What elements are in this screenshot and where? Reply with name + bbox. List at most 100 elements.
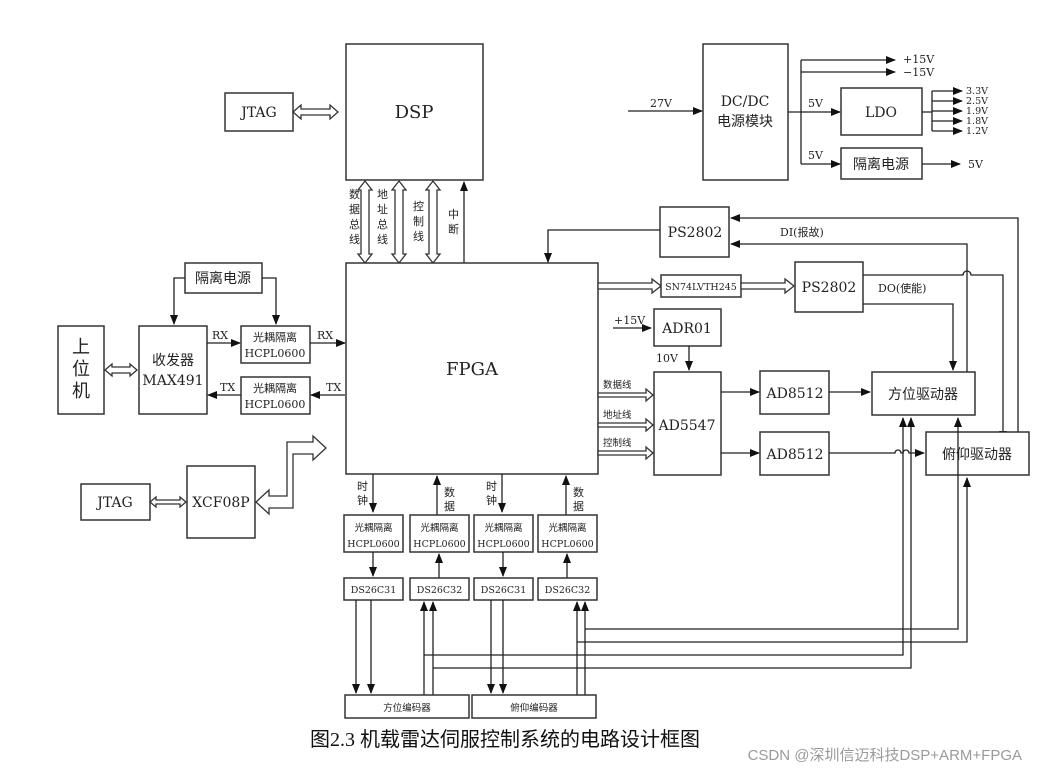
data-line-label: 数据线 [603, 379, 632, 391]
bottom-opto-label: HCPL0600 [477, 539, 529, 550]
iso-power-top-label: 隔离电源 [853, 156, 909, 173]
watermark: CSDN @深圳信迈科技DSP+ARM+FPGA [748, 747, 1022, 764]
tx-label-1: TX [220, 381, 235, 394]
data-label-1: 数 据 [444, 486, 455, 513]
line-driver-rect [343, 577, 404, 601]
control-line-arrow [597, 445, 654, 461]
ldo-5v-label: 5V [808, 97, 824, 110]
dcdc-block [702, 43, 789, 181]
svg-text:钟: 钟 [486, 493, 497, 507]
dsp-block [345, 43, 484, 181]
opto-tx-label-1: 光耦隔离 [253, 381, 297, 395]
bottom-opto-label: HCPL0600 [541, 539, 593, 550]
line-driver-label: DS26C32 [545, 585, 591, 596]
svg-text:制: 制 [413, 215, 424, 228]
line-driver-rect [409, 577, 470, 601]
az-encoder-block [344, 694, 470, 719]
svg-text:断: 断 [448, 222, 459, 236]
az-encoder-to-az-driver-b [433, 417, 915, 669]
svg-text:1.9V: 1.9V [966, 106, 988, 117]
el-encoder-block [471, 694, 597, 719]
az-driver-label: 方位驱动器 [888, 387, 958, 403]
iso-5v-label: 5V [808, 149, 824, 162]
ad8512-b-label: AD8512 [766, 447, 824, 463]
svg-text:机: 机 [72, 381, 90, 402]
data-bus-arrow [356, 179, 374, 265]
opto-rx-label-2: HCPL0600 [245, 347, 306, 360]
svg-text:3.3V: 3.3V [966, 86, 988, 97]
iso-power-left-block [184, 262, 263, 294]
svg-text:1.8V: 1.8V [966, 116, 988, 127]
ldo-label: LDO [865, 105, 897, 121]
svg-text:位: 位 [72, 359, 90, 380]
svg-text:数: 数 [444, 486, 455, 499]
dsp-label: DSP [395, 102, 434, 123]
az-enable-line [863, 303, 957, 371]
jtag-dsp-bidir-arrow [292, 103, 339, 121]
ad8512-a-label: AD8512 [766, 386, 824, 402]
bottom-opto-rect [537, 514, 598, 553]
el-encoder-to-el-driver-a [585, 417, 962, 630]
jtag-prom-bidir-arrow [148, 495, 188, 509]
xcf-fpga-bus-arrow [255, 434, 327, 516]
adr-input-label: +15V [614, 314, 646, 327]
ldo-block [840, 87, 923, 136]
el-driver-label: 俯仰驱动器 [942, 447, 1012, 463]
amp-b-to-el-arrow [829, 449, 925, 457]
clock-label-2: 时 钟 [486, 480, 497, 507]
jtag-dsp-block [224, 92, 294, 132]
svg-text:线: 线 [377, 232, 388, 246]
jtag-prom-label: JTAG [95, 495, 132, 511]
vref-label: 10V [656, 352, 679, 365]
bottom-opto-label: 光耦隔离 [420, 522, 458, 534]
fpga-sn74-arrow [597, 277, 663, 295]
el-enable-line [863, 270, 1007, 441]
sn74-ps2802-arrow [740, 277, 796, 295]
ps2802-top-block [659, 206, 730, 258]
svg-text:时: 时 [486, 480, 497, 493]
svg-text:中: 中 [448, 208, 459, 221]
sn74-label: SN74LVTH245 [665, 282, 737, 293]
el-encoder-label: 俯仰编码器 [510, 702, 558, 714]
iso-to-transceiver-arrow [170, 277, 185, 325]
address-bus-label: 地 址 总 线 [377, 188, 388, 246]
bottom-opto-rect [473, 514, 534, 553]
svg-text:线: 线 [413, 229, 424, 243]
svg-text:钟: 钟 [357, 493, 368, 507]
bottom-opto-label: HCPL0600 [347, 539, 399, 550]
svg-text:总: 总 [349, 217, 360, 231]
bottom-opto-row: 光耦隔离HCPL0600光耦隔离HCPL0600光耦隔离HCPL0600光耦隔离… [343, 514, 598, 578]
svg-text:据: 据 [573, 499, 584, 513]
host-label: 上 位 机 [72, 337, 90, 402]
el-driver-fault-line [730, 214, 1019, 442]
svg-text:址: 址 [377, 202, 388, 216]
address-line-arrow [597, 417, 654, 433]
ps2802-mid-block [794, 261, 864, 313]
bottom-opto-rect [409, 514, 470, 553]
control-bus-arrow [424, 179, 442, 265]
opto-rx-block [240, 325, 311, 364]
el-driver-block [925, 431, 1030, 476]
fpga-label: FPGA [446, 359, 499, 380]
az-encoder-to-az-driver-a [424, 417, 907, 656]
svg-text:线: 线 [349, 232, 360, 246]
ldo-output-bus [922, 91, 933, 131]
control-bus-label: 控 制 线 [413, 199, 424, 243]
az-driver-block [871, 371, 976, 416]
transceiver-block [138, 325, 208, 415]
di-label: DI(报故) [780, 225, 824, 239]
transceiver-label-2: MAX491 [142, 373, 203, 389]
figure-caption: 图2.3 机载雷达伺服控制系统的电路设计框图 [310, 728, 700, 751]
az-encoder-label: 方位编码器 [383, 702, 431, 714]
clock-label-1: 时 钟 [357, 480, 368, 507]
line-driver-label: DS26C31 [351, 585, 397, 596]
transceiver-label-1: 收发器 [152, 353, 194, 369]
el-encoder-to-el-driver-b [577, 477, 971, 643]
input-27v-label: 27V [650, 97, 673, 110]
dcdc-label-1: DC/DC [721, 94, 770, 110]
svg-text:据: 据 [444, 499, 455, 513]
